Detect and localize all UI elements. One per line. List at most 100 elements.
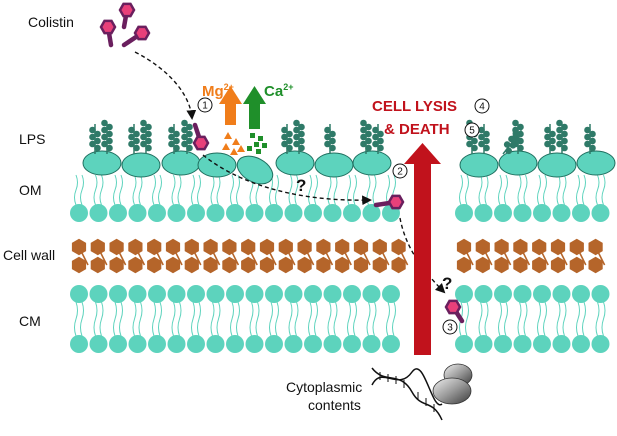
lps-sugar [168,126,175,134]
lps-sugar [471,137,478,145]
peptidoglycan-unit [241,256,256,274]
lps-sugar [556,133,563,141]
cell-lysis-arrow [404,143,441,355]
lps-sugar [365,123,372,131]
cm-tail [504,301,508,337]
lps-sugar [360,126,367,134]
lps-chain [502,129,523,155]
colistin-ring [133,25,151,41]
lps-sugar [181,119,188,127]
cm-tail [158,301,162,337]
peptidoglycan-unit [475,256,490,274]
question-mark-om: ? [296,176,306,195]
colistin-pathway [134,51,446,294]
cm-head-bottom [284,335,303,353]
peptidoglycan-link [360,246,371,266]
peptidoglycan-unit [532,238,547,256]
cm-tail [333,301,338,337]
peptidoglycan-link [519,246,531,266]
om-tail [517,174,522,206]
om-head-bottom [552,204,571,222]
peptidoglycan-unit [184,238,199,256]
lps-chain [101,119,113,154]
om-tail [333,174,338,206]
om-tail [314,174,318,206]
om-head-bottom [572,204,590,222]
lps-sugar [509,141,517,149]
cm-tail [171,301,176,337]
cm-tail [152,301,156,337]
cm-head-top [572,285,590,303]
lps-sugar [293,119,300,127]
lps-sugar [324,126,331,134]
peptidoglycan-link [463,246,474,266]
lps-sugar [101,126,108,134]
lps-sugar [298,144,305,152]
lps-sugar [186,144,193,152]
peptidoglycan-link [322,246,334,266]
om-tail [152,174,156,206]
lps-sugar [329,137,336,145]
colistin-ring [192,135,210,151]
cm-label: CM [19,313,41,329]
cm-head-top [494,285,512,303]
cm-tail [119,301,123,337]
peptidoglycan-link [379,246,390,266]
peptidoglycan-unit [372,256,387,274]
cm-tail [372,301,377,337]
lps-sugar [372,133,379,141]
lps-sugar [133,144,140,152]
lps-sugar [293,126,300,134]
lps-sugar [106,137,113,145]
cm-tail [386,301,390,337]
step-number-1: 1 [202,101,208,112]
lps-sugar [89,140,96,148]
om-head-bottom [474,204,493,222]
lps-sugar [556,140,563,148]
lps-sugar [544,140,551,148]
lps-sugar [471,144,478,152]
lps-sugar [505,147,512,155]
lps-sugar [556,126,563,134]
colistin-molecule [373,194,405,210]
cm-tail [197,301,201,337]
cm-head-top [552,285,571,303]
lps-sugar [517,144,524,152]
lps-sugar [549,144,556,152]
lps-sugar [140,119,147,127]
peptidoglycan-unit [297,256,312,274]
peptidoglycan-link [209,246,221,266]
lps-sugar [483,137,490,145]
peptidoglycan-link [115,246,127,266]
lps-sugar [483,144,490,152]
step-number-4: 4 [479,102,485,113]
peptidoglycan-link [500,246,512,266]
lps-chain [168,124,180,154]
cm-head-top [284,285,303,303]
cm-head-top [382,285,400,303]
om-tail [353,174,357,206]
om-tail [327,174,332,206]
om-tail [99,174,104,206]
lps-chain [281,124,293,154]
peptidoglycan-unit [128,256,143,274]
lps-sugar [145,130,152,138]
om-tail [132,174,137,206]
lps-sugar [512,119,519,127]
lps-sugar [128,133,135,141]
lps-sugar [365,137,372,145]
cm-head-bottom [533,335,551,353]
cm-head-top [474,285,493,303]
om-tail [210,174,215,206]
om-head-bottom [206,204,225,222]
lps-sugar [372,140,379,148]
lps-sugar [106,144,113,152]
cm-tail [288,301,293,337]
lps-sugar [145,144,152,152]
om-tail [138,174,143,206]
cm-tail [601,301,606,337]
lps-chain [140,119,152,154]
lps-sugar [377,137,384,145]
lps-sugar [561,123,568,131]
lps-sugar [561,144,568,152]
